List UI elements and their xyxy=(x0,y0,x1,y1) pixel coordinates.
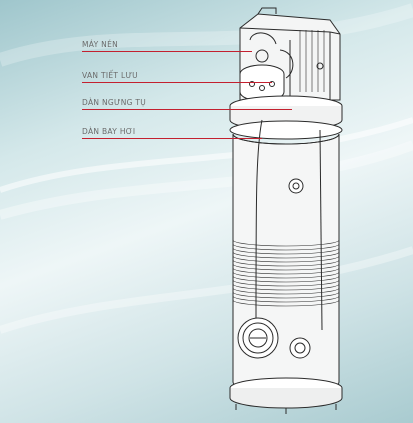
tank-body xyxy=(232,119,340,393)
label-condenser: DÀN NGƯNG TỤ xyxy=(82,98,147,107)
leader-line-evaporator xyxy=(82,138,262,139)
label-compressor: MÁY NÉN xyxy=(82,40,119,49)
leader-line-expansion-valve xyxy=(82,82,272,83)
leader-line-compressor xyxy=(82,51,252,52)
label-expansion-valve: VAN TIẾT LƯU xyxy=(82,71,138,80)
tank-base xyxy=(229,377,343,414)
top-unit xyxy=(239,7,341,108)
leader-line-condenser xyxy=(82,109,292,110)
tank-collar xyxy=(229,95,343,140)
label-evaporator: DÀN BAY HƠI xyxy=(82,127,136,136)
